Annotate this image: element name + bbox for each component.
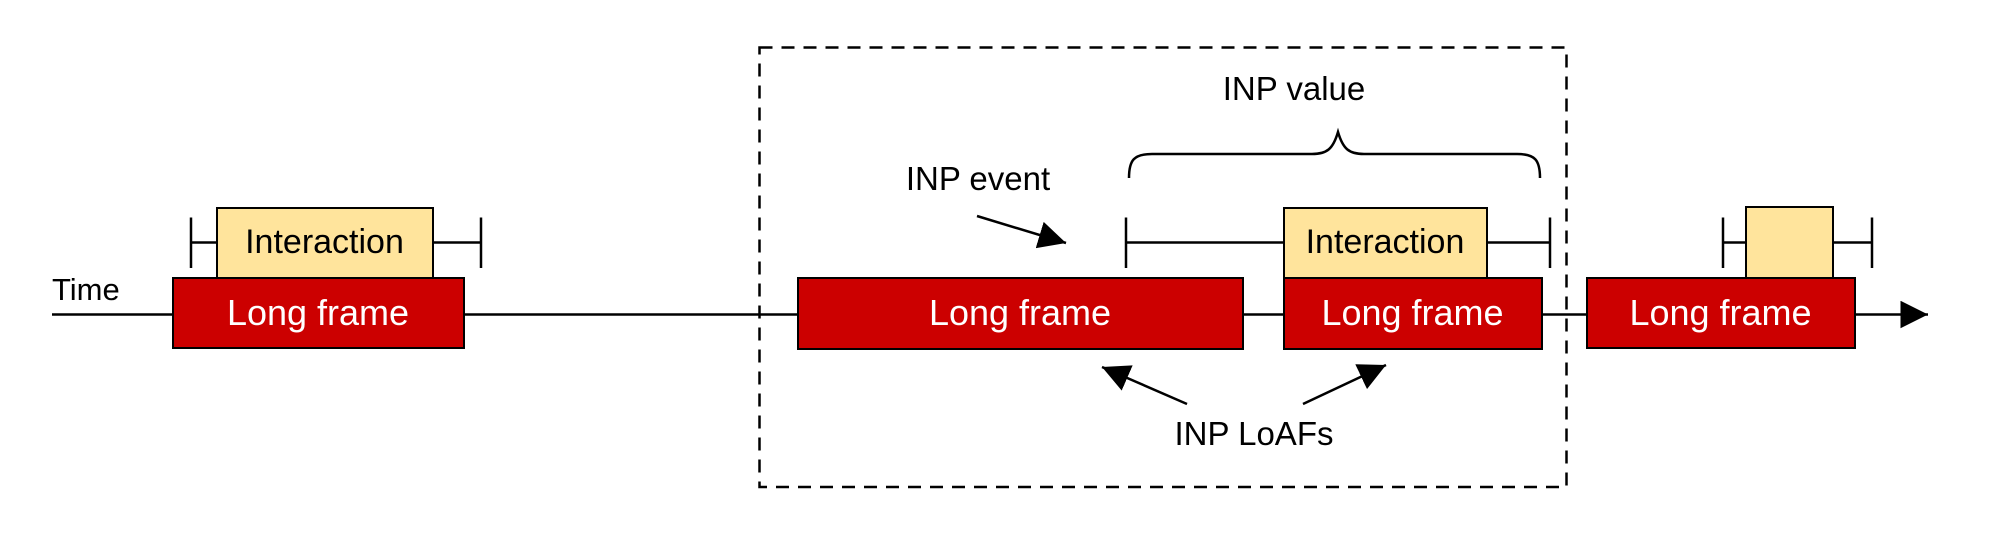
interaction-box-3 <box>1744 205 1834 279</box>
long-frame-box-4: Long frame <box>1585 276 1856 349</box>
interaction-box-2: Interaction <box>1282 206 1488 279</box>
time-axis-label: Time <box>52 272 120 307</box>
long-frame-box-1: Long frame <box>171 276 465 349</box>
interaction-3-whiskers <box>1721 217 1874 268</box>
inp-value-label: INP value <box>1222 70 1366 107</box>
long-frame-box-3: Long frame <box>1282 276 1543 350</box>
interaction-label: Interaction <box>1305 223 1465 261</box>
interaction-box-1: Interaction <box>215 206 434 279</box>
inp-loafs-label: INP LoAFs <box>1174 415 1334 452</box>
interaction-2-whiskers <box>1124 217 1552 268</box>
interaction-1-whiskers <box>189 217 483 268</box>
long-frame-label: Long frame <box>226 291 410 333</box>
dashed-highlight-box <box>758 46 1568 489</box>
inp-value-brace <box>1127 127 1542 179</box>
inp-loafs-arrow-left <box>1101 365 1188 406</box>
long-frame-label: Long frame <box>1629 291 1812 333</box>
long-frame-label: Long frame <box>1321 292 1504 333</box>
inp-loafs-arrow-right <box>1302 363 1387 406</box>
inp-event-label: INP event <box>905 160 1051 197</box>
interaction-label: Interaction <box>245 223 404 261</box>
long-frame-box-2: Long frame <box>796 276 1244 350</box>
long-frame-label: Long frame <box>928 292 1112 333</box>
inp-event-arrow <box>976 214 1067 249</box>
